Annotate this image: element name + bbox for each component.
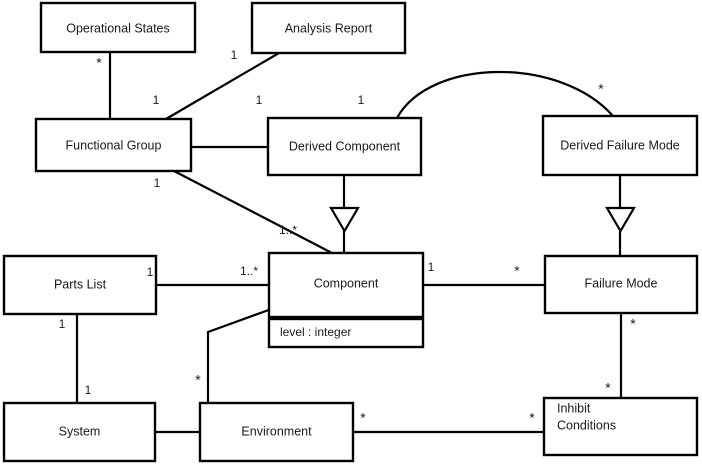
class-box-environment-rect xyxy=(198,401,355,463)
class-box-functional-group[interactable]: Functional Group xyxy=(34,117,193,173)
line-component-environment xyxy=(206,305,278,403)
generalization-triangle-failure-mode xyxy=(605,206,636,234)
class-name-derived-component: Derived Component xyxy=(289,139,401,153)
class-box-component[interactable]: Component level : integer xyxy=(267,251,425,349)
multiplicity-failure-mode-left-end: * xyxy=(514,263,520,279)
class-box-derived-component-rect xyxy=(266,116,423,177)
multiplicity-environment-right-end: * xyxy=(360,410,366,426)
multiplicity-functional-group-report-end: 1 xyxy=(153,93,160,107)
generalization-triangle-component xyxy=(329,206,360,234)
multiplicity-arc-left-end: 1 xyxy=(358,93,365,107)
multiplicity-analysis-report-end: 1 xyxy=(231,48,238,62)
line-derived-component-derived-failure-mode xyxy=(396,70,614,119)
class-attribute-component-level: level : integer xyxy=(280,325,351,339)
class-box-component-attributes-rect xyxy=(267,317,425,349)
multiplicity-system-top-end: 1 xyxy=(85,383,92,397)
line-functional-group-component xyxy=(173,170,333,254)
multiplicity-environment-component-end: * xyxy=(195,372,201,388)
class-box-derived-failure-mode[interactable]: Derived Failure Mode xyxy=(541,114,699,177)
class-box-derived-failure-mode-rect xyxy=(541,114,699,177)
class-name-inhibit-conditions-line2: Conditions xyxy=(557,418,616,432)
multiplicity-parts-list-bottom-end: 1 xyxy=(59,317,66,331)
class-box-analysis-report[interactable]: Analysis Report xyxy=(250,1,407,55)
class-box-failure-mode-rect xyxy=(543,254,699,315)
multiplicity-operational-states-functional-group: * xyxy=(96,55,102,71)
class-box-derived-component[interactable]: Derived Component xyxy=(266,116,423,177)
multiplicity-component-functional-group-end: 1..* xyxy=(279,223,297,237)
multiplicity-labels: * 1 1 1 1 1..* 1 * 1 1..* 1 1 1 * * * * … xyxy=(59,48,637,426)
class-name-analysis-report: Analysis Report xyxy=(285,21,373,35)
class-box-system-rect xyxy=(2,401,157,463)
class-box-system[interactable]: System xyxy=(2,401,157,463)
class-name-inhibit-conditions-line1: Inhibit xyxy=(557,401,591,415)
generalization-arrows xyxy=(329,206,636,234)
class-box-operational-states-rect xyxy=(39,1,197,54)
class-box-parts-list[interactable]: Parts List xyxy=(2,254,158,316)
multiplicity-functional-group-component-end: 1 xyxy=(154,176,161,190)
class-name-parts-list: Parts List xyxy=(54,277,107,291)
multiplicity-arc-right-end: * xyxy=(598,81,604,97)
class-name-system: System xyxy=(59,424,101,438)
association-lines xyxy=(75,52,623,434)
class-box-failure-mode[interactable]: Failure Mode xyxy=(543,254,699,315)
class-name-operational-states: Operational States xyxy=(66,21,170,35)
class-box-parts-list-rect xyxy=(2,254,158,316)
class-box-inhibit-conditions-rect xyxy=(542,396,699,457)
multiplicity-derived-component-end: 1 xyxy=(256,93,263,107)
class-box-analysis-report-rect xyxy=(250,1,407,55)
class-box-environment[interactable]: Environment xyxy=(198,401,355,463)
class-name-derived-failure-mode: Derived Failure Mode xyxy=(560,138,680,152)
class-name-failure-mode: Failure Mode xyxy=(585,276,658,290)
class-box-component-rect xyxy=(267,251,425,319)
multiplicity-inhibit-conditions-left-end: * xyxy=(529,410,535,426)
class-box-functional-group-rect xyxy=(34,117,193,173)
multiplicity-parts-list-right-end: 1 xyxy=(147,265,154,279)
class-name-environment: Environment xyxy=(241,424,312,438)
class-name-functional-group: Functional Group xyxy=(66,138,162,152)
line-functional-group-analysis-report xyxy=(165,52,280,120)
multiplicity-component-right-end: 1 xyxy=(428,260,435,274)
class-box-inhibit-conditions[interactable]: Inhibit Conditions xyxy=(542,396,699,457)
multiplicity-inhibit-conditions-top-end: * xyxy=(605,380,611,396)
class-box-operational-states[interactable]: Operational States xyxy=(39,1,197,54)
multiplicity-parts-list-component-end: 1..* xyxy=(240,264,258,278)
class-name-component: Component xyxy=(314,276,379,290)
multiplicity-failure-mode-bottom-end: * xyxy=(630,316,636,332)
